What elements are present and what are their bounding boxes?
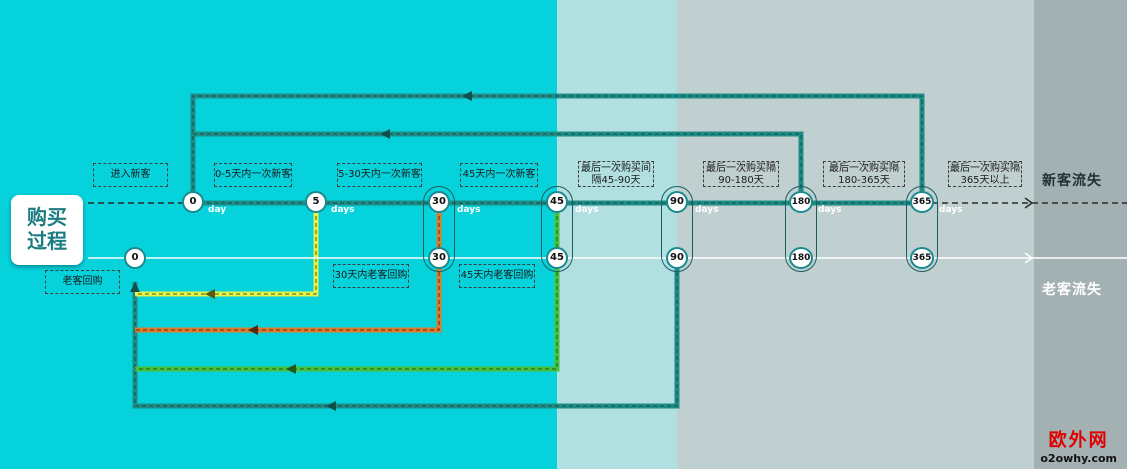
stage-label-45: 45天内一次新客 — [460, 163, 538, 187]
days-unit-30: days — [457, 205, 481, 215]
new-node-5: 5 — [305, 191, 327, 213]
stage-label-90-180: 最后一次购买隔90-180天 — [703, 161, 779, 187]
loop-90-return — [132, 258, 680, 411]
stage-label-180-365: 最后一次购买隔180-365天 — [823, 161, 905, 187]
new-node-90: 90 — [666, 191, 688, 213]
old-node-365: 365 — [910, 247, 934, 269]
node-pair-outline-365 — [906, 186, 938, 272]
days-unit-180: days — [818, 205, 842, 215]
old-node-45: 45 — [546, 247, 568, 269]
old-node-0: 0 — [124, 247, 146, 269]
old-node-180: 180 — [789, 247, 813, 269]
days-unit-0: day — [208, 205, 227, 215]
stage-label-45-90: 最后一次购买间隔45-90天 — [578, 161, 654, 187]
watermark-logo-text: 欧外网 — [1048, 430, 1109, 451]
watermark: 欧外网 o2owhy.com — [1040, 426, 1117, 465]
purchase-process-title: 购买过程 — [27, 205, 67, 253]
watermark-url: o2owhy.com — [1040, 452, 1117, 465]
days-unit-45: days — [575, 205, 599, 215]
zone-90-365-days — [677, 0, 1034, 469]
new-node-0: 0 — [182, 191, 204, 213]
node-pair-outline-180 — [785, 186, 817, 272]
old-node-30: 30 — [428, 247, 450, 269]
stage-label-5-30: 5-30天内一次新客 — [337, 163, 422, 187]
new-node-45: 45 — [546, 191, 568, 213]
node-pair-outline-30 — [423, 186, 455, 272]
old-customer-return-arrowhead — [130, 282, 140, 292]
stage-label-old-return: 老客回购 — [45, 270, 120, 294]
days-unit-90: days — [695, 205, 719, 215]
stage-label-0-5: 0-5天内一次新客 — [214, 163, 292, 187]
old-node-90: 90 — [666, 247, 688, 269]
purchase-process-title-box: 购买过程 — [11, 195, 83, 265]
days-unit-5: days — [331, 205, 355, 215]
zone-lost — [1034, 0, 1127, 469]
stage-label-old-30: 30天内老客回购 — [333, 264, 409, 288]
stage-label-365-plus: 最后一次购买隔365天以上 — [948, 161, 1022, 187]
old-customer-lost-label: 老客流失 — [1042, 282, 1102, 298]
days-unit-365: days — [939, 205, 963, 215]
new-customer-lost-label: 新客流失 — [1042, 173, 1102, 189]
zone-0-45-days — [0, 0, 557, 469]
old-customer-timeline — [88, 252, 1127, 264]
stage-label-old-45: 45天内老客回购 — [459, 264, 535, 288]
node-pair-outline-45 — [541, 186, 573, 272]
loop-180-return — [193, 129, 804, 202]
stage-label-enter-new: 进入新客 — [93, 163, 168, 187]
node-pair-outline-90 — [661, 186, 693, 272]
loop-30-return — [135, 202, 442, 335]
new-node-30: 30 — [428, 191, 450, 213]
loop-365-return — [190, 91, 925, 202]
zone-45-90-days — [557, 0, 677, 469]
new-node-180: 180 — [789, 191, 813, 213]
new-customer-timeline — [88, 197, 1127, 209]
loop-5-return — [135, 202, 319, 299]
loop-45-return — [135, 202, 560, 374]
new-node-365: 365 — [910, 191, 934, 213]
